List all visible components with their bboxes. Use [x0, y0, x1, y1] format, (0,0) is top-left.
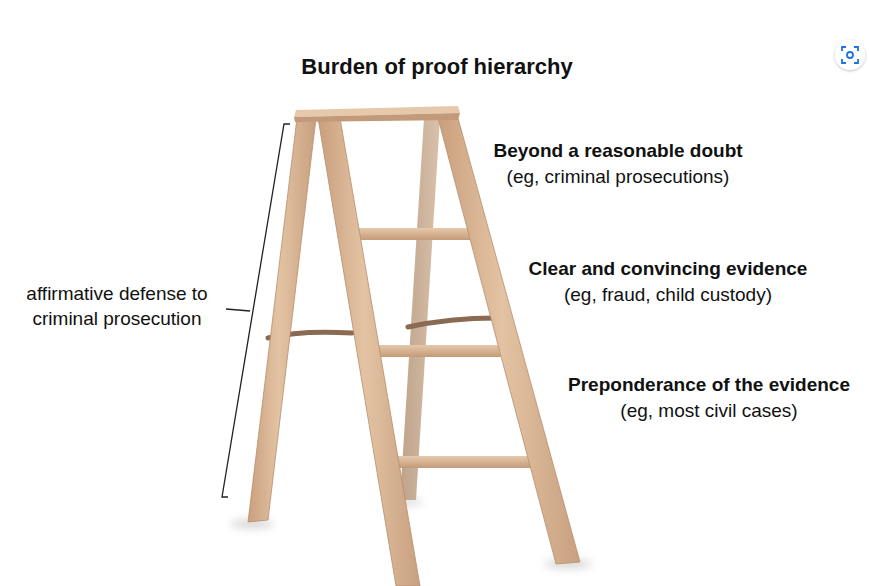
- bracket-label: affirmative defense to criminal prosecut…: [11, 282, 223, 331]
- diagram-title: Burden of proof hierarchy: [301, 53, 572, 82]
- corner-icon: [835, 40, 865, 70]
- spreader-bar: [408, 318, 496, 327]
- front-rail: [318, 118, 420, 586]
- rear-leg: [248, 118, 316, 522]
- example-note: (eg, fraud, child custody): [564, 283, 772, 308]
- example-note: (eg, criminal prosecutions): [507, 165, 730, 190]
- rear-leg: [400, 118, 440, 500]
- standard-heading: Beyond a reasonable doubt: [493, 139, 742, 164]
- bracket: [222, 124, 290, 497]
- standard-heading: Preponderance of the evidence: [568, 373, 850, 398]
- standard-heading: Clear and convincing evidence: [529, 257, 808, 282]
- example-note: (eg, most civil cases): [620, 399, 797, 424]
- ladder-top: [294, 106, 460, 122]
